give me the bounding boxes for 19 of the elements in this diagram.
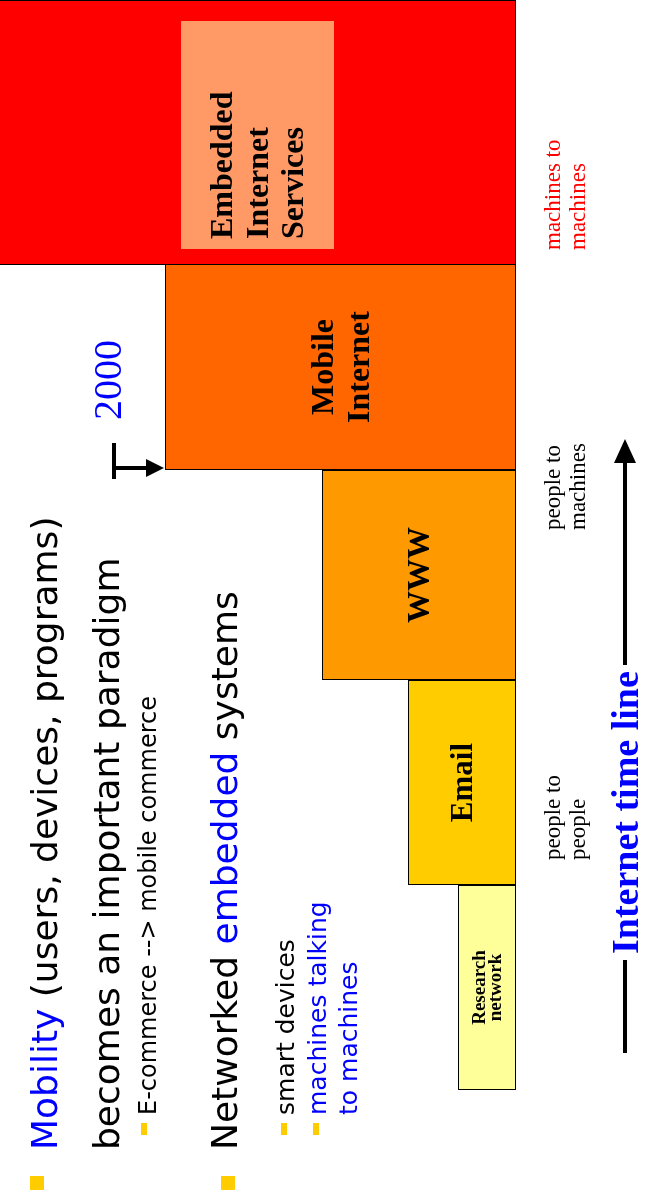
- stage-block: [458, 885, 516, 1090]
- block-label: Email: [444, 742, 480, 823]
- block-label: Embedded Internet Services: [203, 90, 312, 239]
- block-label: Mobile Internet: [304, 310, 377, 425]
- block-label: Research network: [470, 949, 504, 1027]
- sub-bullet-text: E-commerce --> mobile commerce: [133, 695, 163, 1115]
- sub-bullet-text: machines talking to machines: [302, 900, 364, 1115]
- category-note: machines to machines: [540, 138, 590, 250]
- bullet-text: Networked embedded systems: [203, 590, 246, 1150]
- stage-block: [322, 470, 516, 680]
- sub-bullet-text: smart devices: [270, 938, 301, 1115]
- inner-box: [181, 21, 334, 249]
- year-label: 2000: [84, 340, 131, 420]
- block-label: WWW: [401, 527, 437, 623]
- stage-block: [408, 680, 516, 885]
- category-note: people to machines: [540, 442, 590, 530]
- category-note: people to people: [540, 774, 590, 860]
- background-block: [0, 0, 516, 265]
- stage-block: [165, 264, 516, 470]
